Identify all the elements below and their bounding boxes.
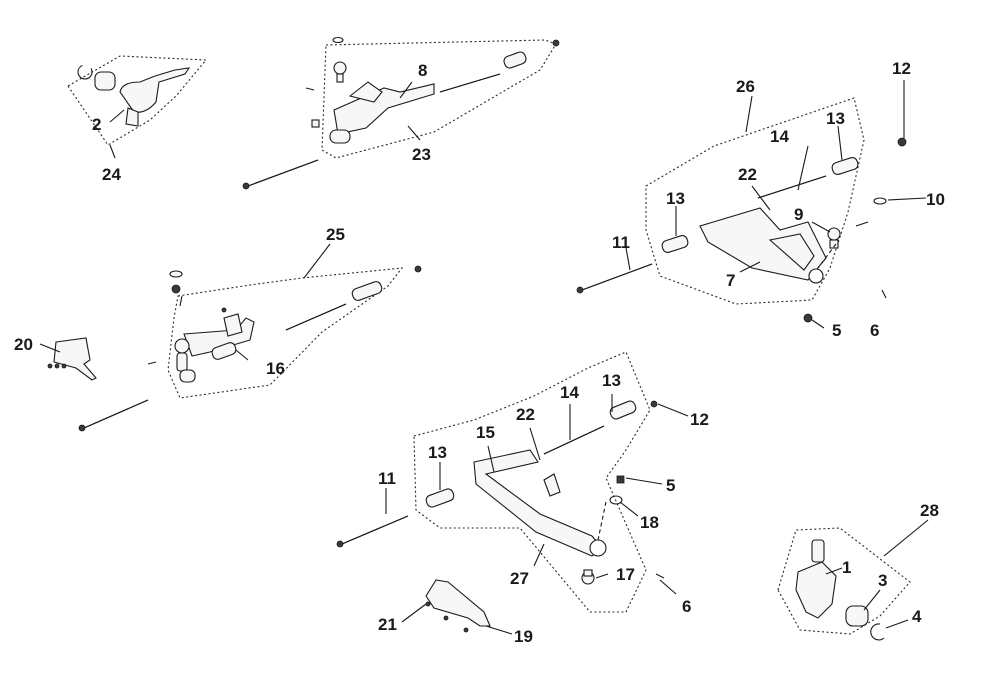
callout-6-right: 6 [870,321,879,340]
callout-7: 7 [726,271,735,290]
part-20-guard-plate [39,337,97,381]
callout-25: 25 [326,225,345,244]
assembly-25-upper-arm [78,243,422,432]
callout-2: 2 [92,115,101,134]
assembly-23-upper-arm [242,36,560,190]
callout-18: 18 [640,513,659,532]
callout-20: 20 [14,335,33,354]
callout-1: 1 [842,558,851,577]
part-21-skid-plate [401,579,513,635]
callout-14-right: 14 [770,127,789,146]
callout-13-center-b: 13 [602,371,621,390]
assembly-27-lower-arm [336,351,689,613]
callout-9: 9 [794,205,803,224]
callout-22-right: 22 [738,165,757,184]
callout-5-right: 5 [832,321,841,340]
callout-4: 4 [912,607,922,626]
callout-22-center: 22 [516,405,535,424]
callout-23: 23 [412,145,431,164]
callout-12-center: 12 [690,410,709,429]
callout-16: 16 [266,359,285,378]
callout-21: 21 [378,615,397,634]
callout-14-center: 14 [560,383,579,402]
callout-5-center: 5 [666,476,675,495]
callout-labels: 1 2 3 4 5 5 6 6 7 8 9 10 11 11 12 12 13 … [14,59,945,646]
assembly-26-lower-arm [576,80,927,329]
callout-11-right: 11 [612,233,630,252]
callout-10: 10 [926,190,945,209]
assembly-24-knuckle [67,55,208,159]
callout-13-right-b: 13 [826,109,845,128]
callout-11-center: 11 [378,469,396,488]
callout-19: 19 [514,627,533,646]
callout-12-right: 12 [892,59,911,78]
callout-17: 17 [616,565,635,584]
callout-27: 27 [510,569,529,588]
callout-26: 26 [736,77,755,96]
callout-15: 15 [476,423,495,442]
callout-13-right-a: 13 [666,189,685,208]
callout-3: 3 [878,571,887,590]
callout-6-bottom: 6 [682,597,691,616]
callout-28: 28 [920,501,939,520]
callout-8: 8 [418,61,427,80]
callout-24: 24 [102,165,121,184]
assembly-28-knuckle [777,519,929,641]
callout-13-center-a: 13 [428,443,447,462]
